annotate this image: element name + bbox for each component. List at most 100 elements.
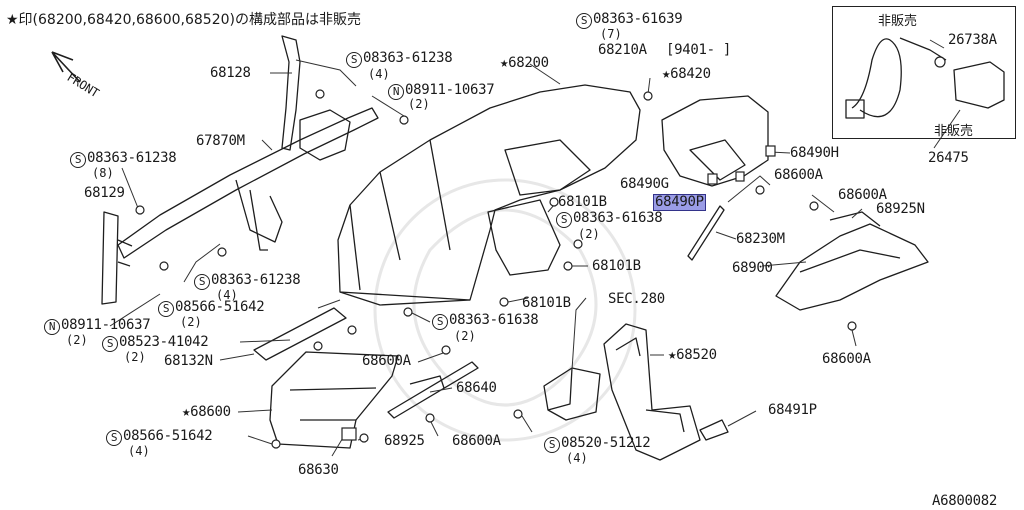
- date-range-label: [9401- ]: [666, 42, 732, 58]
- console-68520: [603, 323, 701, 461]
- dash-panel-68200: [337, 84, 641, 301]
- part-label-68640: 68640: [456, 380, 497, 396]
- part-label-68490H: 68490H: [790, 145, 839, 161]
- qty-label: (2): [408, 97, 430, 111]
- steering-member: [117, 107, 379, 259]
- screw: [809, 201, 819, 211]
- part-label-68600A: 68600A: [774, 167, 823, 183]
- qty-label: (8): [92, 166, 114, 180]
- part-label-68132N: 68132N: [164, 353, 213, 369]
- screw: [359, 433, 369, 443]
- diagram-id: A6800082: [932, 493, 998, 509]
- part-label-68210A: 68210A: [598, 42, 647, 58]
- part-label-68491P: 68491P: [768, 402, 817, 418]
- part-label-68129: 68129: [84, 185, 125, 201]
- part-label-68200: ★68200: [500, 55, 549, 71]
- qty-label: (4): [566, 451, 588, 465]
- part-label-67870M: 67870M: [196, 133, 245, 149]
- clip: [765, 145, 776, 157]
- screw: [563, 261, 573, 271]
- inset-harness: [851, 38, 902, 118]
- inset-not-sold-bottom: 非販売: [934, 124, 974, 139]
- screw: [271, 439, 281, 449]
- screw: [499, 297, 509, 307]
- part-label-68128: 68128: [210, 65, 251, 81]
- part-label-68420: ★68420: [662, 66, 711, 82]
- part-label-68600A: 68600A: [452, 433, 501, 449]
- part-label-68101B: 68101B: [522, 295, 571, 311]
- strip-68230M: [687, 205, 725, 261]
- part-label-68900: 68900: [732, 260, 773, 276]
- grommet: [934, 56, 946, 68]
- cover-68900: [775, 223, 929, 311]
- part-68640: [387, 361, 479, 419]
- screw: [315, 89, 325, 99]
- part-label-26475: 26475: [928, 150, 969, 166]
- qty-label: (7): [600, 27, 622, 41]
- part-label-68925: 68925: [384, 433, 425, 449]
- part-label-68630: 68630: [298, 462, 339, 478]
- screw: [513, 409, 523, 419]
- part-label-68490P-highlighted[interactable]: 68490P: [653, 194, 706, 211]
- screw: [847, 321, 857, 331]
- inset-not-sold-top: 非販売: [878, 14, 918, 29]
- part-label-26738A: 26738A: [948, 32, 997, 48]
- screw: [217, 247, 227, 257]
- qty-label: (2): [578, 227, 600, 241]
- lid-68132N: [253, 307, 347, 361]
- section-reference-label: SEC.280: [608, 291, 665, 307]
- part-label-68520: ★68520: [668, 347, 717, 363]
- qty-label: (2): [66, 333, 88, 347]
- clip: [707, 173, 718, 185]
- screw: [573, 239, 583, 249]
- qty-label: (2): [454, 329, 476, 343]
- cluster-68420: [661, 95, 769, 187]
- watermark: [373, 178, 637, 442]
- inset-module: [953, 61, 1005, 109]
- part-label-68230M: 68230M: [736, 231, 785, 247]
- part-label-68490G: 68490G: [620, 176, 669, 192]
- part-label-68925N: 68925N: [876, 201, 925, 217]
- qty-label: (2): [180, 315, 202, 329]
- qty-label: (4): [216, 288, 238, 302]
- clip: [341, 427, 357, 441]
- part-label-68600A: 68600A: [822, 351, 871, 367]
- part-label-68600: ★68600: [182, 404, 231, 420]
- header-note: ★印(68200,68420,68600,68520)の構成部品は非販売: [6, 12, 361, 28]
- part-label-68101B: 68101B: [558, 194, 607, 210]
- screw: [347, 325, 357, 335]
- screw: [313, 341, 323, 351]
- screw: [159, 261, 169, 271]
- part-label-68101B: 68101B: [592, 258, 641, 274]
- part-label-68600A: 68600A: [362, 353, 411, 369]
- screw: [643, 91, 653, 101]
- qty-label: (4): [128, 444, 150, 458]
- bracket-68128: [281, 35, 301, 151]
- inset-panel: [832, 6, 1016, 139]
- clip: [735, 171, 745, 182]
- screw: [425, 413, 435, 423]
- screw: [403, 307, 413, 317]
- qty-label: (2): [124, 350, 146, 364]
- screw: [755, 185, 765, 195]
- qty-label: (4): [368, 67, 390, 81]
- screw: [399, 115, 409, 125]
- screw: [441, 345, 451, 355]
- part-68491P: [699, 419, 729, 441]
- screw: [135, 205, 145, 215]
- part-label-68600A: 68600A: [838, 187, 887, 203]
- bracket-68129: [101, 211, 119, 305]
